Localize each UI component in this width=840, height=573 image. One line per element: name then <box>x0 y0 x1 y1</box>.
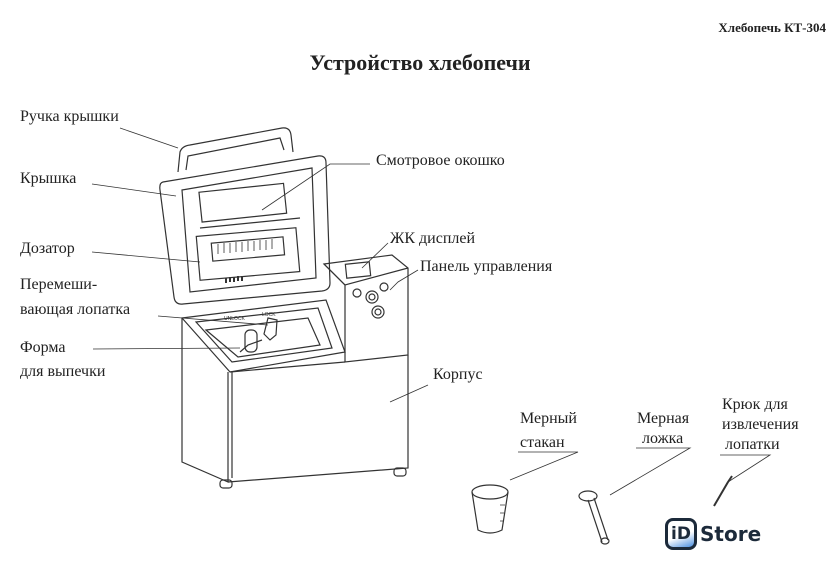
leader-lines <box>91 127 772 496</box>
label-control-panel: Панель управления <box>420 258 553 275</box>
document-title: Хлебопечь КТ-304 <box>718 20 826 35</box>
label-body: Корпус <box>433 366 483 383</box>
label-lcd: ЖК дисплей <box>390 230 476 247</box>
label-cup-1: Мерный <box>520 410 577 427</box>
body-housing <box>181 318 409 483</box>
label-pan-2: для выпечки <box>20 363 106 380</box>
lid-handle <box>177 127 294 173</box>
label-spoon-1: Мерная <box>637 410 690 427</box>
measuring-spoon-drawing <box>578 490 610 545</box>
dispenser <box>195 227 301 281</box>
logo-mark: iD <box>665 518 697 550</box>
body-top <box>180 299 346 373</box>
label-hook-1: Крюк для <box>722 396 788 413</box>
lock-marking: LOCK <box>262 312 276 318</box>
page-heading: Устройство хлебопечи <box>309 50 531 75</box>
unlock-marking: UNLOCK <box>224 316 246 322</box>
label-paddle-1: Перемеши- <box>20 276 98 293</box>
hook-drawing <box>713 475 733 507</box>
viewing-window <box>198 182 288 223</box>
measuring-cup-drawing <box>471 484 509 534</box>
idstore-logo: iD Store <box>665 518 761 550</box>
label-hook-2: извлечения <box>722 416 799 433</box>
logo-text: Store <box>700 522 762 546</box>
label-window: Смотровое окошко <box>376 152 505 169</box>
label-hook-3: лопатки <box>725 436 780 453</box>
label-lid: Крышка <box>20 170 77 187</box>
label-dispenser: Дозатор <box>20 240 75 257</box>
label-pan-1: Форма <box>20 339 66 356</box>
label-paddle-2: вающая лопатка <box>20 301 131 318</box>
label-spoon-2: ложка <box>642 430 684 447</box>
label-lid-handle: Ручка крышки <box>20 108 119 125</box>
lid <box>159 155 331 305</box>
baking-pan <box>204 317 321 358</box>
lcd-display <box>344 261 372 279</box>
label-cup-2: стакан <box>520 434 565 451</box>
